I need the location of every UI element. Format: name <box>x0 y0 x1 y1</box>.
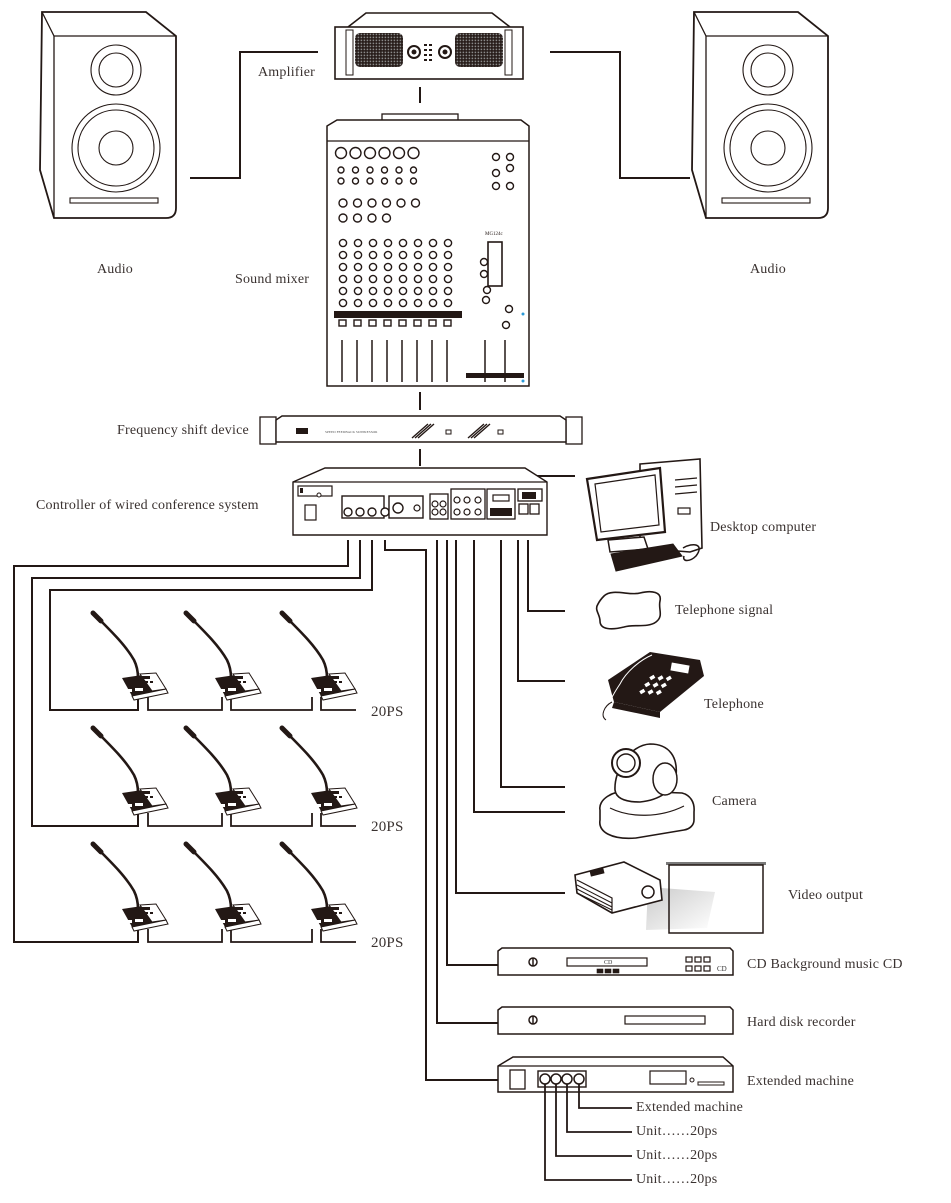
wire-controller-mic-group-3 <box>13 540 349 943</box>
video-output-label: Video output <box>788 888 864 903</box>
mic-chain-link <box>320 813 356 827</box>
conference-mic-unit-icon <box>186 728 261 815</box>
wire-controller-cd <box>446 540 498 966</box>
extended-machine-label: Extended machine <box>747 1074 854 1089</box>
frequency-shift-label: Frequency shift device <box>117 423 249 438</box>
camera-icon <box>599 743 695 840</box>
controller-device <box>292 467 548 536</box>
telephone-icon <box>602 652 704 721</box>
amplifier-label: Amplifier <box>258 65 316 80</box>
extended-outputs-wires <box>544 1084 632 1181</box>
desktop-label: Desktop computer <box>710 520 817 535</box>
conference-mic-unit-icon <box>93 613 168 700</box>
mic-group-3-label: 20PS <box>371 935 404 951</box>
wire-amp-speaker-left <box>190 51 318 179</box>
wire-controller-mic-group-2 <box>31 540 361 827</box>
extended-output-1-label: Extended machine <box>636 1100 743 1115</box>
mic-chain-link <box>147 813 223 827</box>
frequency-shift-device: SPEED FEEDBACK SUPPRESSOR <box>259 415 583 445</box>
svg-text:SPEED FEEDBACK SUPPRESSOR: SPEED FEEDBACK SUPPRESSOR <box>325 430 378 434</box>
mic-chain-link <box>320 929 356 943</box>
mixer-device: MG124c <box>326 113 530 387</box>
mic-chain-link <box>320 697 356 711</box>
wire-controller-hdd <box>436 540 498 1024</box>
mic-chain-link <box>147 929 223 943</box>
extended-output-2-label: Unit……20ps <box>636 1124 718 1139</box>
wire-controller-video <box>455 540 565 894</box>
wire-controller-extended <box>384 540 498 1081</box>
svg-text:CD: CD <box>604 960 613 966</box>
speaker-right-label: Audio <box>750 262 786 277</box>
cd-player-device: CD CD <box>497 947 734 976</box>
extended-machine-device <box>497 1056 734 1093</box>
mixer-label: Sound mixer <box>235 272 310 287</box>
hdd-recorder-label: Hard disk recorder <box>747 1015 856 1030</box>
mic-chain-link <box>230 929 313 943</box>
conference-mic-unit-icon <box>186 613 261 700</box>
conference-mic-unit-icon <box>93 844 168 931</box>
wire-controller-camera-2 <box>473 540 565 813</box>
telephone-signal-cloud-icon <box>595 590 662 630</box>
speaker-left-label: Audio <box>97 262 133 277</box>
conference-mic-unit-icon <box>186 844 261 931</box>
video-output-icon <box>574 861 766 934</box>
conference-mic-unit-icon <box>282 613 357 700</box>
wire-controller-telephone-signal <box>527 540 565 612</box>
svg-text:CD: CD <box>717 965 727 973</box>
speaker-left-icon <box>39 11 177 219</box>
cd-player-label: CD Background music CD <box>747 957 903 972</box>
wire-controller-camera <box>500 540 565 788</box>
conference-mic-unit-icon <box>93 728 168 815</box>
mic-group-1-label: 20PS <box>371 704 404 720</box>
wire-amp-speaker-right <box>550 51 690 179</box>
telephone-label: Telephone <box>704 697 764 712</box>
hard-disk-recorder-device <box>497 1006 734 1035</box>
mic-chain-link <box>147 697 223 711</box>
controller-label: Controller of wired conference system <box>36 498 259 513</box>
wire-controller-mic-group-1 <box>49 540 373 711</box>
desktop-computer-icon <box>585 458 703 572</box>
extended-output-3-label: Unit……20ps <box>636 1148 718 1163</box>
svg-text:MG124c: MG124c <box>485 232 504 237</box>
wires <box>13 51 690 1081</box>
speaker-right-icon <box>691 11 829 219</box>
mic-group-2-label: 20PS <box>371 819 404 835</box>
extended-output-4-label: Unit……20ps <box>636 1172 718 1187</box>
wire-controller-telephone <box>517 540 565 682</box>
mic-chain-link <box>230 813 313 827</box>
mic-units <box>93 613 357 931</box>
mic-chains <box>147 697 356 943</box>
conference-mic-unit-icon <box>282 728 357 815</box>
mic-chain-link <box>230 697 313 711</box>
camera-label: Camera <box>712 794 757 809</box>
telephone-signal-label: Telephone signal <box>675 603 774 618</box>
conference-mic-unit-icon <box>282 844 357 931</box>
amplifier-device <box>334 12 524 80</box>
